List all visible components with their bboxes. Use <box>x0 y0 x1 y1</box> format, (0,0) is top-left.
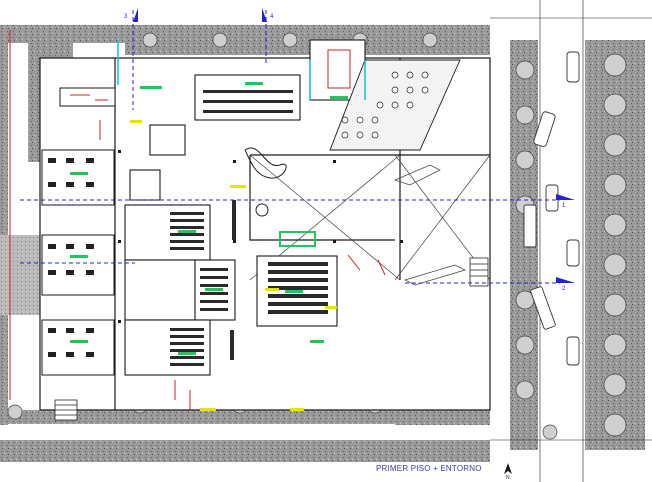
yellow-labels <box>130 120 337 411</box>
stairs <box>54 257 489 421</box>
svg-text:2: 2 <box>562 286 566 292</box>
grid-marker-1: 1 <box>556 194 575 209</box>
grid-axis-lines <box>20 10 560 284</box>
svg-text:N: N <box>506 475 510 480</box>
cyan-accents <box>117 40 366 100</box>
grid-marker-2: 2 <box>556 277 575 292</box>
parked-cars <box>523 51 580 366</box>
svg-text:4: 4 <box>270 14 274 20</box>
cafeteria <box>329 59 461 151</box>
classroom-desks <box>170 90 328 366</box>
grid-marker-4: 4 <box>262 8 274 22</box>
svg-text:1: 1 <box>562 203 566 209</box>
drawing-caption: PRIMER PISO + ENTORNO <box>376 464 482 473</box>
grid-marker-3: 3 <box>124 8 138 22</box>
column-marks <box>118 150 403 323</box>
garden-curve <box>244 147 287 217</box>
red-markings <box>9 30 386 410</box>
green-labels <box>70 82 348 355</box>
office-furniture <box>48 158 94 357</box>
svg-text:3: 3 <box>124 14 128 20</box>
north-arrow-icon: N <box>504 463 512 480</box>
